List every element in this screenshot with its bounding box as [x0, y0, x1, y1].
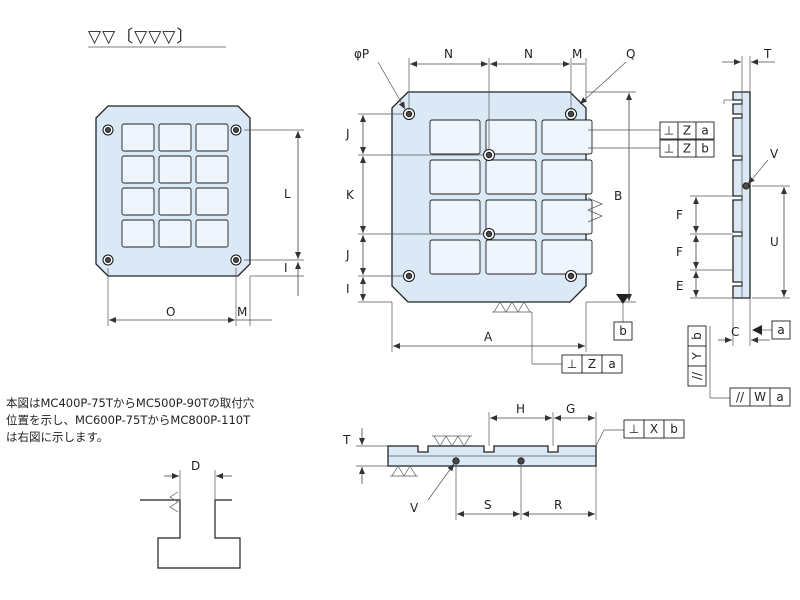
slot-pad — [485, 159, 537, 195]
svg-text:a: a — [777, 323, 784, 337]
slot-pad — [429, 199, 481, 235]
datum-box-a: a — [771, 320, 791, 340]
dim-I-small-label: I — [284, 261, 288, 275]
dim-N1-label: N — [444, 47, 453, 61]
svg-text:Z: Z — [588, 357, 596, 371]
side-profile-view: T V U F F E C — [676, 47, 790, 399]
dim-H-label: H — [516, 402, 525, 416]
dim-F1-label: F — [676, 208, 683, 222]
dim-M-top-label: M — [572, 47, 582, 61]
svg-text:b: b — [690, 332, 704, 340]
tolerance-frame-para-yb: b Y // — [687, 325, 707, 387]
dim-K-label: K — [346, 188, 355, 202]
slot-pad — [121, 155, 155, 184]
slot-pad — [158, 187, 192, 216]
slot-pad — [121, 219, 155, 248]
t-slot-detail: D — [140, 459, 241, 569]
tolerance-frame-perp-xb: ⊥ X b — [623, 419, 685, 439]
dim-B-label: B — [614, 189, 622, 203]
slot-pad — [195, 123, 229, 152]
slot-pad — [541, 239, 593, 275]
tolerance-frame-perp-za-top: ⊥ Z a — [659, 121, 715, 140]
slot-pad — [158, 123, 192, 152]
svg-text:X: X — [650, 422, 658, 436]
dim-G-label: G — [566, 402, 575, 416]
main-pallet-top-view: N N M φP Q J K J I B — [345, 47, 660, 365]
svg-text:⊥: ⊥ — [664, 124, 674, 138]
slot-pad — [541, 199, 593, 235]
main-pallet-slot-grid — [429, 119, 593, 275]
dim-C-label: C — [731, 325, 739, 339]
slot-pad — [121, 123, 155, 152]
svg-text:⊥: ⊥ — [629, 422, 639, 436]
small-pallet-slot-grid — [121, 123, 229, 248]
svg-text:a: a — [776, 390, 783, 404]
note-text: 本図はMC400P-75TからMC500P-90Tの取付穴 位置を示し、MC60… — [6, 396, 255, 444]
slot-pad — [485, 239, 537, 275]
dim-T-right-label: T — [763, 47, 772, 61]
svg-text:b: b — [619, 324, 627, 338]
surface-finish-symbol: ▽▽〔▽▽▽〕 — [88, 27, 226, 48]
tolerance-frame-perp-zb: ⊥ Z b — [659, 139, 715, 158]
slot-pad — [158, 155, 192, 184]
side-hole-V — [742, 182, 750, 190]
front-profile-view: T H G S R V — [342, 402, 624, 520]
dim-E-label: E — [676, 279, 684, 293]
dim-I-main-label: I — [346, 282, 350, 296]
svg-text://: // — [736, 390, 745, 404]
slot-pad — [541, 119, 593, 155]
slot-pad — [158, 219, 192, 248]
slot-pad — [195, 219, 229, 248]
dim-M-small-label: M — [237, 305, 247, 319]
dim-U-label: U — [770, 235, 779, 249]
dim-L-label: L — [284, 187, 291, 201]
dim-F2-label: F — [676, 245, 683, 259]
slot-pad — [429, 159, 481, 195]
dim-Q-label: Q — [626, 47, 635, 61]
front-hole-V — [452, 457, 460, 465]
svg-text:b: b — [670, 422, 678, 436]
slot-pad — [121, 187, 155, 216]
tolerance-frame-perp-za-bottom: ⊥ Z a — [561, 354, 623, 374]
dim-D-label: D — [191, 459, 200, 473]
dim-V-bottom-label: V — [410, 501, 419, 515]
dim-phiP-label: φP — [354, 47, 369, 61]
dim-J1-label: J — [345, 127, 350, 141]
slot-pad — [485, 119, 537, 155]
slot-pad — [195, 155, 229, 184]
dim-S-label: S — [484, 498, 492, 512]
small-pallet-top-view: L I O M — [95, 105, 304, 326]
datum-box-b: b — [613, 321, 633, 341]
svg-text:Z: Z — [683, 142, 691, 156]
dim-J2-label: J — [345, 248, 350, 262]
slot-pad — [195, 187, 229, 216]
dim-R-label: R — [554, 498, 562, 512]
finish-symbol-text: ▽▽〔▽▽▽〕 — [88, 27, 194, 47]
slot-pad — [429, 119, 481, 155]
svg-text:⊥: ⊥ — [567, 357, 577, 371]
svg-text:Y: Y — [690, 352, 704, 361]
slot-pad — [429, 239, 481, 275]
svg-text:a: a — [701, 124, 708, 138]
dim-N2-label: N — [524, 47, 533, 61]
svg-text:b: b — [701, 142, 709, 156]
svg-text:a: a — [608, 357, 615, 371]
svg-text:⊥: ⊥ — [664, 142, 674, 156]
slot-pad — [485, 199, 537, 235]
dim-O-label: O — [166, 305, 175, 319]
slot-pad — [541, 159, 593, 195]
dim-A-label: A — [484, 330, 493, 344]
svg-text:Z: Z — [683, 124, 691, 138]
dim-V-right-label: V — [770, 147, 779, 161]
dim-T-bottom-label: T — [342, 433, 351, 447]
svg-text:W: W — [754, 390, 766, 404]
tolerance-frame-para-wa: // W a — [729, 387, 791, 407]
svg-text://: // — [690, 371, 704, 380]
front-hole — [517, 457, 525, 465]
